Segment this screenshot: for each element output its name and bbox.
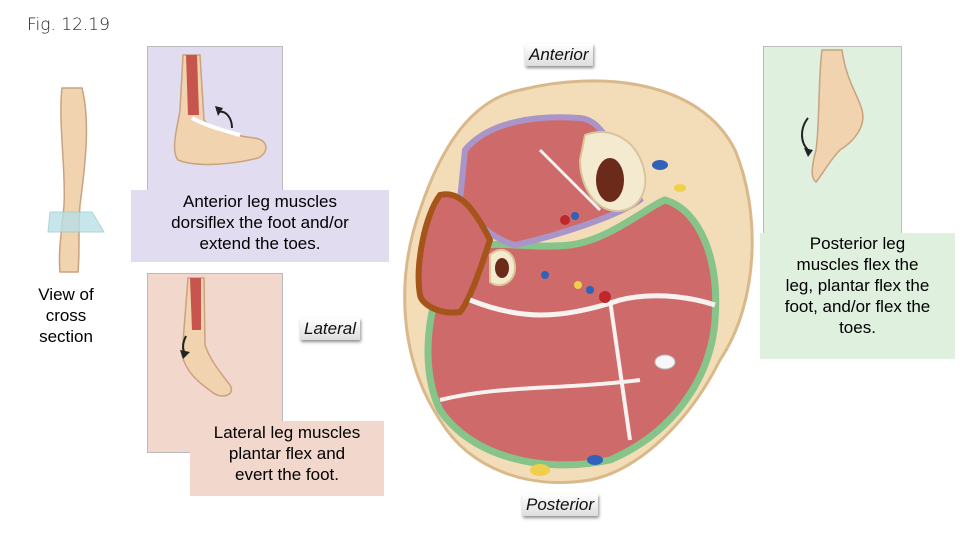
posterior-caption: Posterior leg muscles flex the leg, plan… xyxy=(760,233,955,359)
lateral-caption-text: Lateral leg muscles plantar flex and eve… xyxy=(213,423,361,484)
anterior-caption: Anterior leg muscles dorsiflex the foot … xyxy=(131,190,389,262)
foot-dorsiflex-illustration xyxy=(173,54,267,166)
anterior-tag: Anterior xyxy=(525,44,593,66)
figure-label: Fig. 12.19 xyxy=(27,15,110,35)
posterior-caption-text: Posterior leg muscles flex the leg, plan… xyxy=(784,234,931,337)
lateral-tag: Lateral xyxy=(300,318,360,340)
anterior-caption-text: Anterior leg muscles dorsiflex the foot … xyxy=(171,192,349,253)
foot-evert-illustration xyxy=(180,277,233,397)
view-of-cross-section-label: View of cross section xyxy=(14,284,118,347)
lateral-caption: Lateral leg muscles plantar flex and eve… xyxy=(190,421,384,496)
leg-illustration xyxy=(47,87,105,273)
foot-plantarflex-illustration xyxy=(801,49,864,183)
view-of-cross-section-text: View of cross section xyxy=(38,285,94,346)
cross-section-illustration xyxy=(403,79,754,484)
posterior-tag: Posterior xyxy=(522,494,599,516)
